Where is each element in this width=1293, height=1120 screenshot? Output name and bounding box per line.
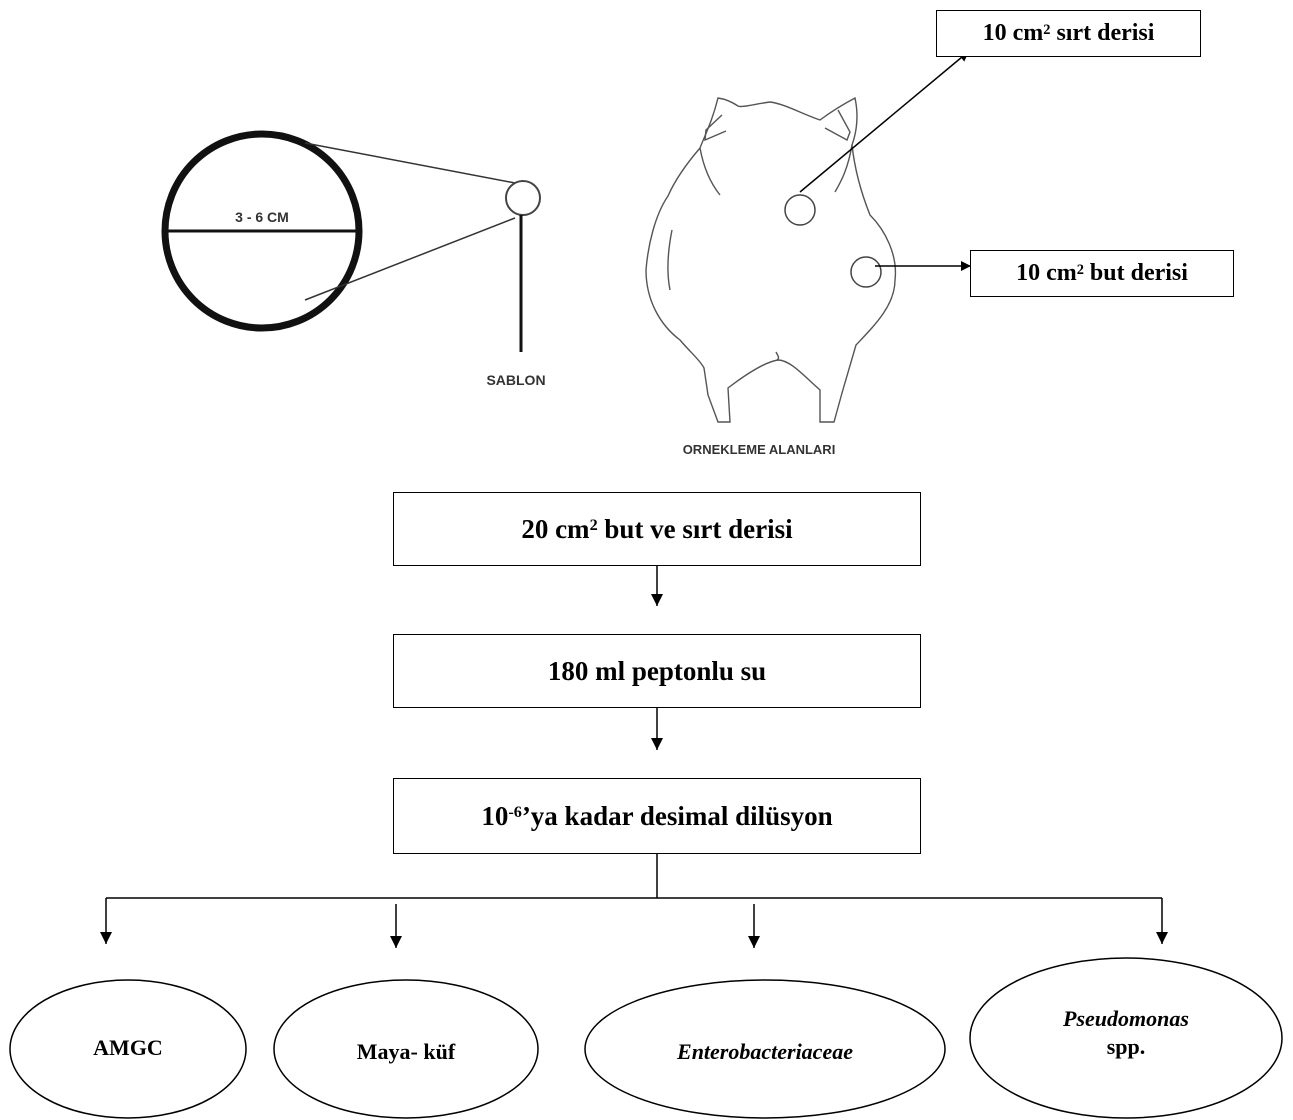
step1-value: 20 cm — [521, 513, 590, 544]
template-small-circle — [505, 180, 541, 216]
target-maya-kuf-text: Maya- küf — [356, 1039, 456, 1064]
template-diameter-label: 3 - 6 CM — [235, 209, 289, 225]
step1-exponent: 2 — [589, 516, 598, 535]
template-illustration: 3 - 6 CM SABLON — [161, 130, 546, 388]
thigh-sample-spot — [850, 256, 882, 288]
target-label-amgc: AMGC — [10, 1034, 246, 1062]
thigh-site-value: 10 cm — [1016, 260, 1077, 286]
back-site-rest: sırt derisi — [1050, 20, 1155, 46]
target-label-pseudomonas: Pseudomonas spp. — [970, 1005, 1282, 1061]
oval-enterobacteriaceae — [584, 979, 946, 1119]
magnify-line-bottom — [304, 217, 516, 301]
target-label-enterobacteriaceae: Enterobacteriaceae — [585, 1038, 945, 1066]
back-site-exponent: 2 — [1043, 22, 1051, 39]
step1-rest: but ve sırt derisi — [597, 513, 793, 544]
target-enterobacteriaceae-text: Enterobacteriaceae — [677, 1039, 853, 1064]
chicken-caption: ORNEKLEME ALANLARI — [683, 442, 836, 457]
step3-exponent: -6 — [508, 803, 522, 822]
step3-box: 10-6’ya kadar desimal dilüsyon — [393, 778, 921, 854]
thigh-site-exponent: 2 — [1076, 262, 1084, 279]
step3-base: 10 — [481, 800, 509, 831]
target-label-maya-kuf: Maya- küf — [274, 1038, 538, 1066]
target-amgc-text: AMGC — [93, 1035, 163, 1060]
target-pseudomonas-genus: Pseudomonas — [1063, 1006, 1189, 1031]
oval-pseudomonas — [969, 957, 1283, 1119]
thigh-site-rest: but derisi — [1083, 260, 1188, 286]
back-site-value: 10 cm — [982, 20, 1044, 46]
back-site-arrow — [799, 51, 969, 193]
oval-maya-kuf — [273, 979, 539, 1119]
template-circle — [161, 130, 363, 332]
chicken-carcass: ORNEKLEME ALANLARI — [645, 96, 897, 457]
magnify-line-top — [304, 142, 516, 184]
oval-amgc — [9, 979, 247, 1119]
template-name-label: SABLON — [486, 372, 545, 388]
step2-text: 180 ml peptonlu su — [547, 655, 767, 686]
back-sample-spot — [784, 194, 816, 226]
step2-box: 180 ml peptonlu su — [393, 634, 921, 708]
step3-rest: ’ya kadar desimal dilüsyon — [521, 800, 833, 831]
target-pseudomonas-spp: spp. — [1106, 1034, 1146, 1059]
